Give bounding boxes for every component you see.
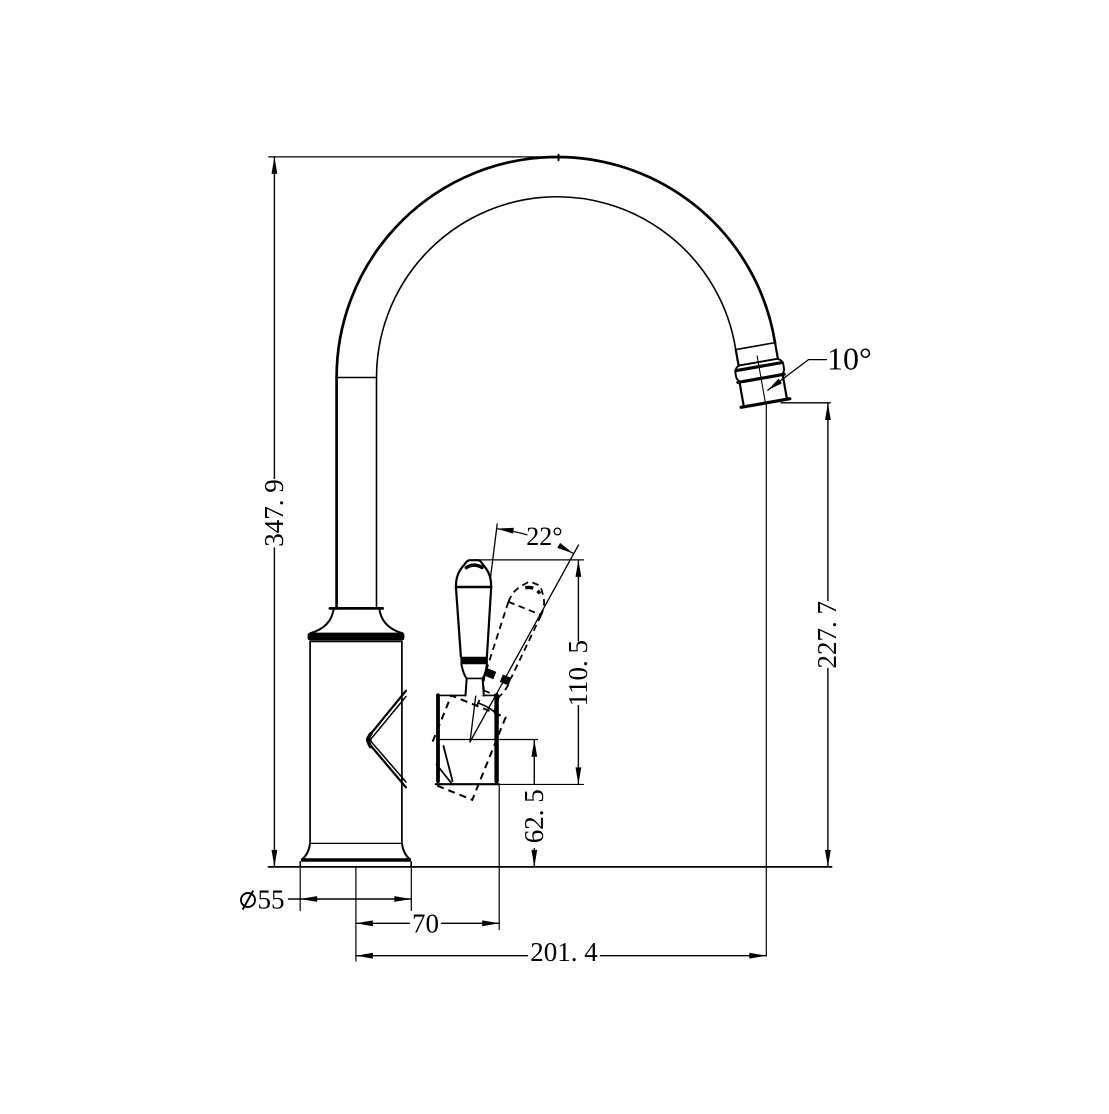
svg-text:62. 5: 62. 5 bbox=[519, 789, 549, 843]
svg-text:10°: 10° bbox=[827, 340, 872, 376]
svg-text:22°: 22° bbox=[526, 522, 562, 551]
svg-text:227. 7: 227. 7 bbox=[812, 601, 842, 669]
svg-text:70: 70 bbox=[412, 909, 439, 939]
svg-text:201. 4: 201. 4 bbox=[530, 937, 598, 967]
svg-text:347. 9: 347. 9 bbox=[259, 479, 289, 547]
svg-text:55: 55 bbox=[258, 884, 285, 914]
svg-text:110. 5: 110. 5 bbox=[563, 640, 593, 707]
